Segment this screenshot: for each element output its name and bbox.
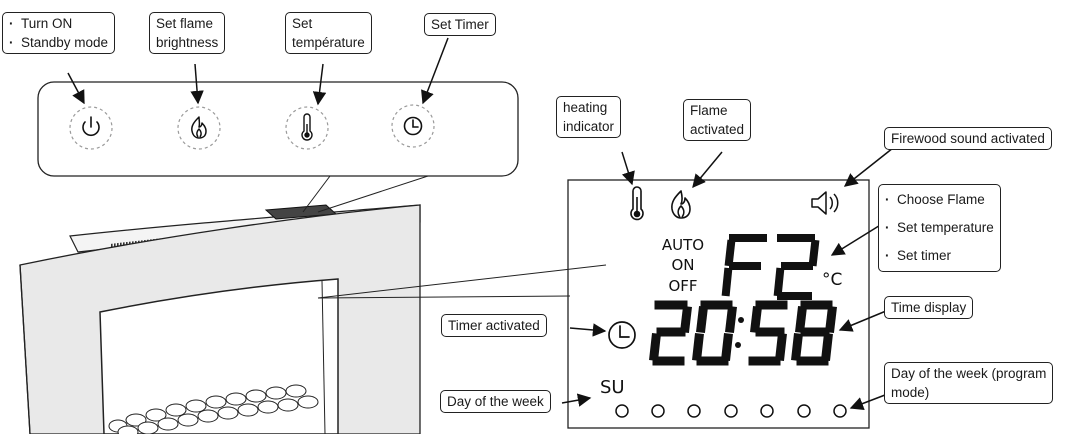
flame-icon <box>191 116 207 139</box>
callout-day-prog-line-2: mode) <box>891 385 930 400</box>
temperature-button[interactable] <box>285 106 329 150</box>
callout-heating-line-2: indicator <box>563 119 615 134</box>
display-arrows <box>561 147 894 410</box>
zoom-line-left <box>302 175 331 213</box>
fireplace-unit <box>19 204 421 434</box>
control-panel-zoom <box>37 37 519 213</box>
flame-button[interactable] <box>177 106 221 150</box>
timer-activated-icon <box>608 321 636 349</box>
firebox-inner-edge <box>321 280 326 434</box>
mode-label-auto: AUTO <box>661 236 705 254</box>
callout-temp-line-1: Set <box>292 16 313 31</box>
callout-choose-line-1: Choose Flame <box>885 186 994 214</box>
fireplace-edge <box>19 264 31 434</box>
callout-choose-line-2: Set temperature <box>885 214 994 242</box>
day-dot <box>724 404 738 418</box>
callout-flame-act-line-1: Flame <box>690 103 728 118</box>
speaker-icon <box>811 191 839 215</box>
callout-flame-line-1: Set flame <box>156 16 214 31</box>
callout-heating-indicator: heating indicator <box>556 96 622 138</box>
zoom-line-right <box>317 175 429 213</box>
callout-set-temperature: Set température <box>285 12 372 54</box>
day-dot <box>651 404 665 418</box>
callout-sound-line: Firewood sound activated <box>891 131 1045 146</box>
power-button[interactable] <box>69 106 113 150</box>
display-zoom-line-bottom <box>317 295 571 299</box>
callout-day-program-mode: Day of the week (program mode) <box>884 362 1054 404</box>
day-dot <box>687 404 701 418</box>
callout-set-timer: Set Timer <box>424 13 496 36</box>
display-zoom <box>317 147 894 429</box>
control-panel-box <box>37 81 519 177</box>
callout-power-line-1: Turn ON <box>9 14 108 33</box>
flame-activated-icon <box>671 190 691 219</box>
callout-flame-line-2: brightness <box>156 35 219 50</box>
callout-timer-activated: Timer activated <box>441 314 547 337</box>
day-dot <box>833 404 847 418</box>
callout-timer-line-1: Set Timer <box>431 17 489 32</box>
callout-day-prog-line-1: Day of the week (program <box>891 366 1047 381</box>
clock-icon <box>403 116 423 136</box>
callout-time-line: Time display <box>891 300 967 315</box>
panel-arrows <box>67 37 449 106</box>
day-dots <box>615 404 847 418</box>
timer-button[interactable] <box>391 104 435 148</box>
day-dot <box>615 404 629 418</box>
callout-choose-flame: Choose Flame Set temperature Set timer <box>878 184 1001 272</box>
callout-flame-brightness: Set flame brightness <box>149 12 226 54</box>
unit-celsius: °C <box>822 270 843 290</box>
callout-flame-activated: Flame activated <box>683 99 752 141</box>
callout-timer-act-line: Timer activated <box>448 318 540 333</box>
callout-heating-line-1: heating <box>563 100 608 115</box>
day-dot <box>797 404 811 418</box>
power-icon <box>82 116 100 137</box>
decorative-pebbles <box>108 384 319 434</box>
thermometer-icon <box>301 113 313 141</box>
callout-temp-line-2: température <box>292 35 365 50</box>
time-segment-display <box>649 300 837 366</box>
mode-label-off: OFF <box>668 277 698 295</box>
callout-flame-act-line-2: activated <box>690 122 745 137</box>
callout-day-of-week: Day of the week <box>440 390 551 413</box>
setting-segment-display <box>721 234 820 300</box>
display-zoom-line-top <box>317 264 607 299</box>
day-value: SU <box>600 377 625 398</box>
time-colon <box>735 317 744 348</box>
callout-power: Turn ON Standby mode <box>2 12 116 54</box>
callout-firewood-sound: Firewood sound activated <box>884 127 1052 150</box>
callout-power-line-2: Standby mode <box>9 33 108 52</box>
mode-label-on: ON <box>671 256 695 274</box>
callout-time-display: Time display <box>884 296 974 319</box>
callout-day-line: Day of the week <box>447 394 544 409</box>
callout-choose-line-3: Set timer <box>885 242 994 270</box>
heating-indicator-icon <box>630 186 644 221</box>
day-dot <box>760 404 774 418</box>
